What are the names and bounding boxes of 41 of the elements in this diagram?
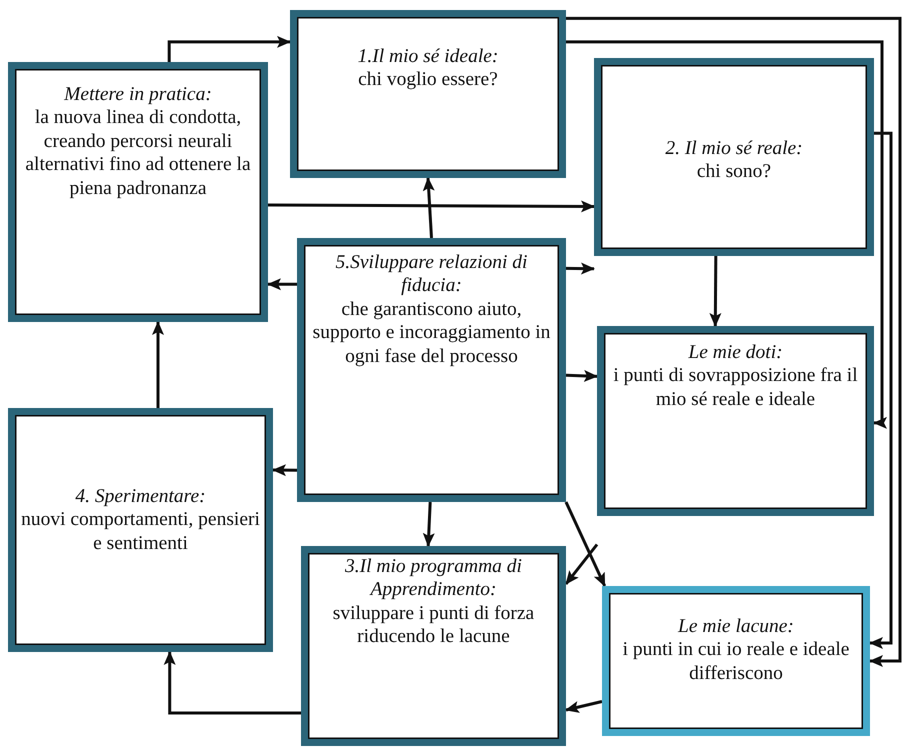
box-heading: Le mie lacune:	[676, 615, 795, 638]
box-text: chi sono?	[696, 160, 772, 184]
box-heading: 4. Sperimentare:	[74, 485, 207, 508]
process-box	[301, 546, 566, 746]
box-heading: 2. Il mio sé reale:	[664, 137, 804, 160]
arrow	[869, 132, 892, 649]
box-text: sviluppare i punti di forza riducendo le lacune	[332, 602, 536, 649]
box-heading: 5.Sviluppare relazioni di fiducia:	[334, 251, 528, 298]
arrow	[268, 200, 595, 212]
arrow	[164, 651, 301, 714]
box-heading: Mettere in pratica:	[63, 83, 213, 106]
box-heading: Le mie doti:	[687, 341, 784, 364]
box-text: i punti in cui io reale e ideale differiscono	[622, 638, 850, 686]
process-box	[290, 10, 566, 178]
process-box	[297, 238, 566, 502]
box-text: chi voglio essere?	[357, 68, 499, 92]
box-text: i punti di sovrapposizione fra il mio sé reale e ideale	[612, 364, 859, 412]
process-box	[597, 326, 874, 516]
arrow	[566, 16, 902, 667]
arrow	[152, 321, 164, 408]
arrow	[422, 502, 435, 547]
arrow	[709, 256, 722, 327]
box-heading: 3.Il mio programma di Apprendimento:	[344, 555, 523, 602]
arrow	[566, 262, 595, 275]
arrow	[168, 36, 291, 62]
box-text: che garantiscono aiuto, supporto e incoraggiamento in ogni fase del processo	[312, 298, 552, 368]
arrow	[564, 544, 598, 585]
process-box	[602, 586, 870, 736]
process-box	[8, 408, 273, 652]
arrow	[422, 177, 435, 238]
box-text: la nuova linea di condotta, creando percorsi neurali alternativi fino ad ottenere la piena padronanza	[24, 106, 252, 200]
arrow	[564, 501, 606, 587]
arrow	[272, 464, 298, 476]
box-text: nuovi comportamenti, pensieri e sentimenti	[21, 508, 260, 556]
box-heading: 1.Il mio sé ideale:	[356, 45, 500, 68]
arrow	[566, 370, 598, 382]
arrow	[566, 40, 887, 429]
arrow	[565, 700, 602, 713]
process-box	[594, 58, 874, 256]
arrow	[267, 278, 297, 290]
process-box	[8, 62, 268, 322]
